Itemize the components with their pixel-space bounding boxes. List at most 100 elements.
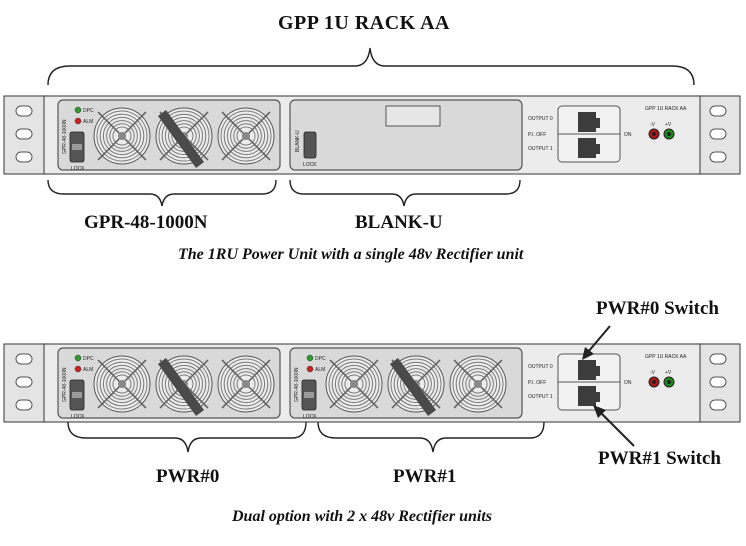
on-label: ON: [624, 380, 632, 386]
caption-single: The 1RU Power Unit with a single 48v Rec…: [178, 246, 524, 263]
module-handle: [158, 110, 204, 168]
fan-grill-ring: [468, 374, 488, 394]
blank-lock-label: LOCK: [303, 162, 317, 168]
callout-pwr0-switch: PWR#0 Switch: [596, 298, 719, 319]
led-alm-icon: [74, 117, 82, 125]
rack-ear-hole: [15, 399, 33, 411]
led-alm-label: ALM: [83, 119, 93, 125]
led-ok-label: DPC: [83, 356, 94, 362]
fan-hub: [118, 132, 126, 140]
label-blank-u: BLANK-U: [355, 212, 443, 233]
fan-grill-ring: [230, 368, 262, 400]
fan-rack1-a-1: [93, 107, 151, 165]
terminal-positive-core: [667, 132, 671, 136]
fan-grill-ring: [96, 110, 148, 162]
module-side-text: GPR-48-1000N: [294, 367, 300, 402]
lock-lever-grip: [72, 144, 82, 150]
fan-grill-ring: [465, 371, 491, 397]
label-pwr0: PWR#0: [156, 466, 220, 487]
pwr0-switch-icon: [578, 112, 600, 132]
terminal-pos-label: +V: [665, 122, 672, 128]
output-0-label: OUTPUT 0: [528, 364, 553, 370]
fan-rack2-b-1: [325, 355, 383, 413]
fan-grill-ring: [341, 371, 367, 397]
fan-hub: [474, 380, 482, 388]
led-ok-icon: [74, 354, 82, 362]
fan-grill-ring: [338, 368, 370, 400]
fan-rack2-a-3: [217, 355, 275, 413]
fan-rack2-a-1: [93, 355, 151, 413]
brace-pwr0: [67, 421, 307, 453]
rack-ear-hole: [15, 353, 33, 365]
pwr0-switch-icon: [578, 360, 600, 380]
lock-label: LOCK: [71, 166, 85, 172]
blank-side-text: BLANK-U: [295, 130, 301, 152]
led-alm-icon: [74, 365, 82, 373]
rack-1: DPCALMGPR-48-1000NLOCKBLANK-ULOCKOUTPUT …: [3, 95, 741, 175]
fan-grill-ring: [106, 368, 138, 400]
rack-ear-hole: [709, 353, 727, 365]
fan-grill-ring: [109, 123, 135, 149]
fan-grill-ring: [393, 361, 439, 407]
fan-grill-ring: [161, 361, 207, 407]
fan-grill-ring: [99, 361, 145, 407]
callout-pwr1-switch: PWR#1 Switch: [598, 448, 721, 469]
fan-hub: [242, 132, 250, 140]
on-label: ON: [624, 132, 632, 138]
led-alm-label: ALM: [315, 367, 325, 373]
fan-hub: [118, 380, 126, 388]
blank-body: [289, 99, 523, 171]
fan-grill-ring: [236, 126, 256, 146]
led-ok-label: DPC: [315, 356, 326, 362]
terminal-neg-label: -V: [650, 122, 656, 128]
rack-ear-hole: [15, 128, 33, 140]
rack-ear-hole: [709, 128, 727, 140]
fan-hub: [350, 380, 358, 388]
fan-grill-ring: [220, 358, 272, 410]
fan-grill-ring: [334, 364, 374, 404]
arrow-pwr0-switch: [582, 325, 611, 360]
fan-grill-ring: [109, 371, 135, 397]
fan-grill-ring: [396, 364, 436, 404]
fan-grill-ring: [112, 126, 132, 146]
fan-grill-ring: [236, 374, 256, 394]
terminal-pos-label: +V: [665, 370, 672, 376]
fan-grill-ring: [331, 361, 377, 407]
rack-ear-hole: [709, 376, 727, 388]
fan-grill-ring: [328, 358, 380, 410]
led-ok-label: DPC: [83, 108, 94, 114]
module-side-text: GPR-48-1000N: [62, 367, 68, 402]
rack-ear-hole: [15, 376, 33, 388]
output-1-label: OUTPUT 1: [528, 394, 553, 400]
fan-grill-ring: [233, 123, 259, 149]
off-label: P.I. OFF: [528, 380, 546, 386]
fan-grill-ring: [102, 364, 142, 404]
rack-ear-hole: [15, 151, 33, 163]
fan-grill-ring: [102, 116, 142, 156]
blank-lock-lever: [303, 131, 317, 159]
led-alm-icon: [306, 365, 314, 373]
fan-grill-ring: [220, 110, 272, 162]
fan-grill-ring: [223, 361, 269, 407]
lock-lever-grip: [304, 392, 314, 398]
brace-rack-top: [47, 47, 695, 86]
terminal-negative-core: [652, 132, 656, 136]
fan-grill-ring: [161, 113, 207, 159]
fan-grill-ring: [99, 113, 145, 159]
fan-grill-ring: [112, 374, 132, 394]
led-ok-icon: [306, 354, 314, 362]
rectifier-module-rack1-a: DPC ALM GPR-48-1000N LOCK: [57, 99, 281, 172]
module-handle: [158, 358, 204, 416]
terminal-negative-core: [652, 380, 656, 384]
fan-grill-ring: [344, 374, 364, 394]
fan-rack1-a-3: [217, 107, 275, 165]
off-label: P.I. OFF: [528, 132, 546, 138]
fan-grill-ring: [96, 358, 148, 410]
fan-grill-ring: [462, 368, 494, 400]
fan-grill-ring: [223, 113, 269, 159]
fan-hub: [242, 380, 250, 388]
fan-grill-ring: [233, 371, 259, 397]
module-side-text: GPR-48-1000N: [62, 119, 68, 154]
rack-ear-hole: [709, 105, 727, 117]
